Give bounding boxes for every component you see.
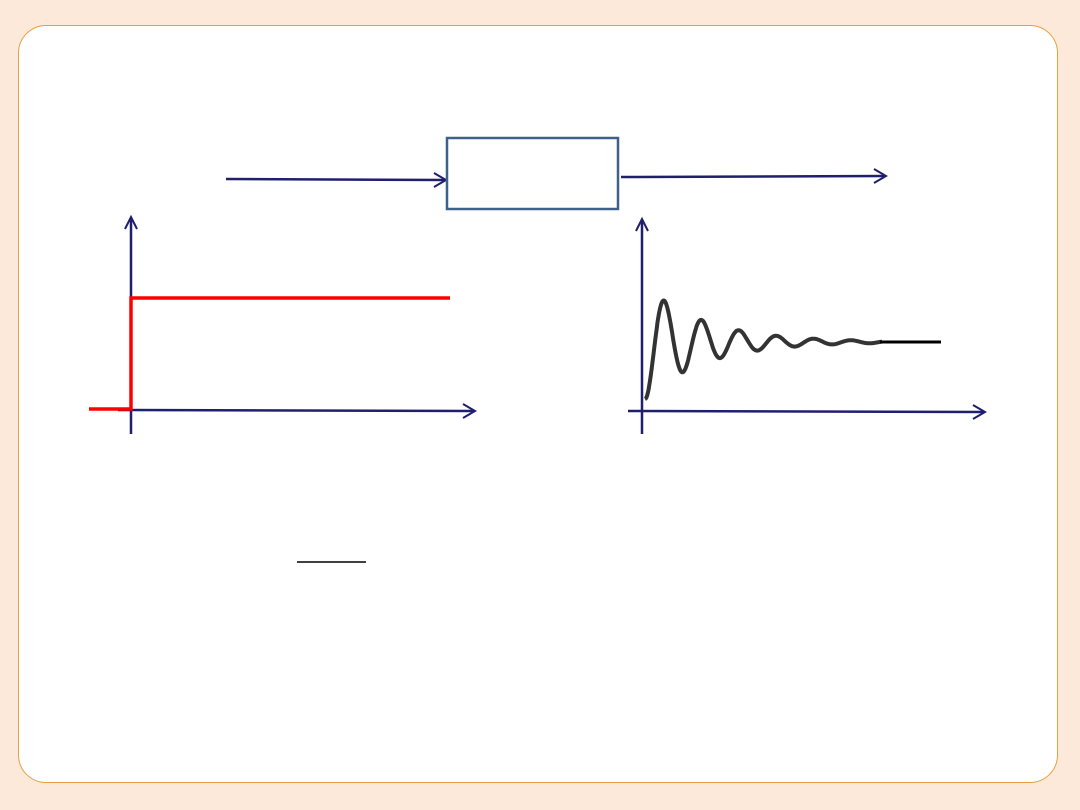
response-plot-y-arrowhead	[635, 216, 649, 232]
step-response-plot	[627, 216, 987, 434]
output-arrowhead	[873, 168, 888, 184]
step-plot-x-arrowhead	[462, 403, 477, 419]
step-plot-y-arrowhead	[124, 214, 138, 230]
system-block	[445, 136, 620, 211]
step-plot-x-axis	[117, 408, 475, 413]
input-signal-arrow	[225, 177, 445, 182]
block-diagram	[225, 136, 888, 211]
oscillating-response-curve	[643, 298, 884, 401]
response-plot-x-axis	[627, 409, 985, 414]
response-plot-x-arrowhead	[972, 404, 987, 420]
step-input-plot	[89, 214, 477, 434]
step-signal-line	[89, 296, 450, 411]
output-signal-arrow	[620, 174, 885, 179]
